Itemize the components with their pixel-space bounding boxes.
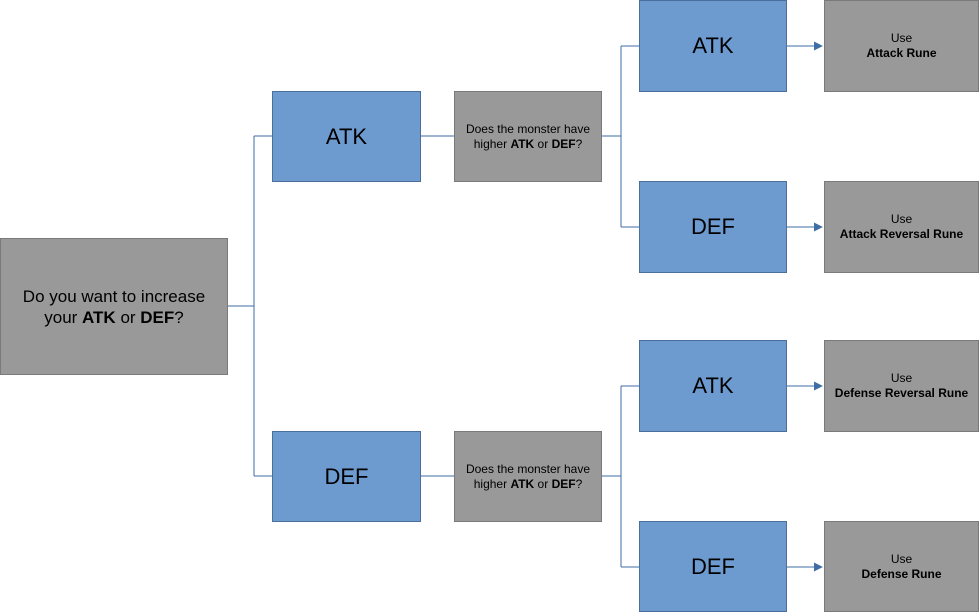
root-question-text: Do you want to increase your ATK or DEF? <box>23 286 205 328</box>
bottom-question-line1: Does the monster have <box>465 461 591 476</box>
top-question-atk: ATK <box>510 136 535 151</box>
top-sub-atk-label: ATK <box>692 33 734 58</box>
bottom-sub-atk-box: ATK <box>639 340 787 432</box>
bottom-question-qmark: ? <box>575 476 583 491</box>
root-question-box: Do you want to increase your ATK or DEF? <box>0 238 228 375</box>
result-defense-reversal-rune-box: Use Defense Reversal Rune <box>824 340 979 432</box>
top-question-text: Does the monster have higher ATK or DEF? <box>466 122 590 152</box>
bottom-sub-def-label: DEF <box>691 553 735 579</box>
result-attack-reversal-rune-use: Use <box>890 212 913 226</box>
top-sub-atk-box: ATK <box>639 0 787 92</box>
result-defense-reversal-rune-use: Use <box>890 371 913 385</box>
top-question-def: DEF <box>551 136 576 151</box>
choice-def-label: DEF <box>324 463 369 489</box>
result-attack-rune-name: Attack Rune <box>866 46 937 60</box>
bottom-sub-atk-label: ATK <box>692 373 734 398</box>
result-attack-rune-box: Use Attack Rune <box>824 0 979 92</box>
top-question-qmark: ? <box>575 136 583 151</box>
result-defense-rune-name: Defense Rune <box>861 566 942 581</box>
result-defense-rune-use: Use <box>890 551 913 566</box>
result-attack-reversal-rune-name: Attack Reversal Rune <box>839 227 964 241</box>
bottom-question-or: or <box>534 476 552 491</box>
choice-def-box: DEF <box>272 431 421 522</box>
top-question-box: Does the monster have higher ATK or DEF? <box>454 91 602 182</box>
root-question-line1: Do you want to increase <box>22 286 206 306</box>
result-defense-rune-box: Use Defense Rune <box>824 521 979 612</box>
root-question-or: or <box>115 307 141 327</box>
root-question-atk: ATK <box>82 307 116 327</box>
bottom-question-prefix: higher <box>473 476 511 491</box>
bottom-question-atk: ATK <box>510 476 535 491</box>
top-question-line1: Does the monster have <box>465 121 591 136</box>
root-question-qmark: ? <box>174 307 184 327</box>
connector-top-question-split <box>601 45 639 228</box>
top-question-prefix: higher <box>473 136 511 151</box>
bottom-sub-def-box: DEF <box>639 521 787 612</box>
bottom-question-def: DEF <box>551 476 576 491</box>
top-sub-def-label: DEF <box>691 214 735 239</box>
root-question-def: DEF <box>140 307 175 327</box>
result-attack-reversal-rune-box: Use Attack Reversal Rune <box>824 181 979 273</box>
root-question-prefix: your <box>44 307 83 327</box>
result-attack-rune-use: Use <box>890 31 913 45</box>
result-defense-reversal-rune-name: Defense Reversal Rune <box>834 386 969 400</box>
top-sub-def-box: DEF <box>639 181 787 273</box>
connector-bottom-question-split <box>601 385 639 568</box>
top-question-or: or <box>534 136 552 151</box>
bottom-question-box: Does the monster have higher ATK or DEF? <box>454 431 602 522</box>
choice-atk-label: ATK <box>325 123 368 149</box>
choice-atk-box: ATK <box>272 91 421 182</box>
connector-root-split <box>228 135 272 477</box>
bottom-question-text: Does the monster have higher ATK or DEF? <box>466 462 590 492</box>
